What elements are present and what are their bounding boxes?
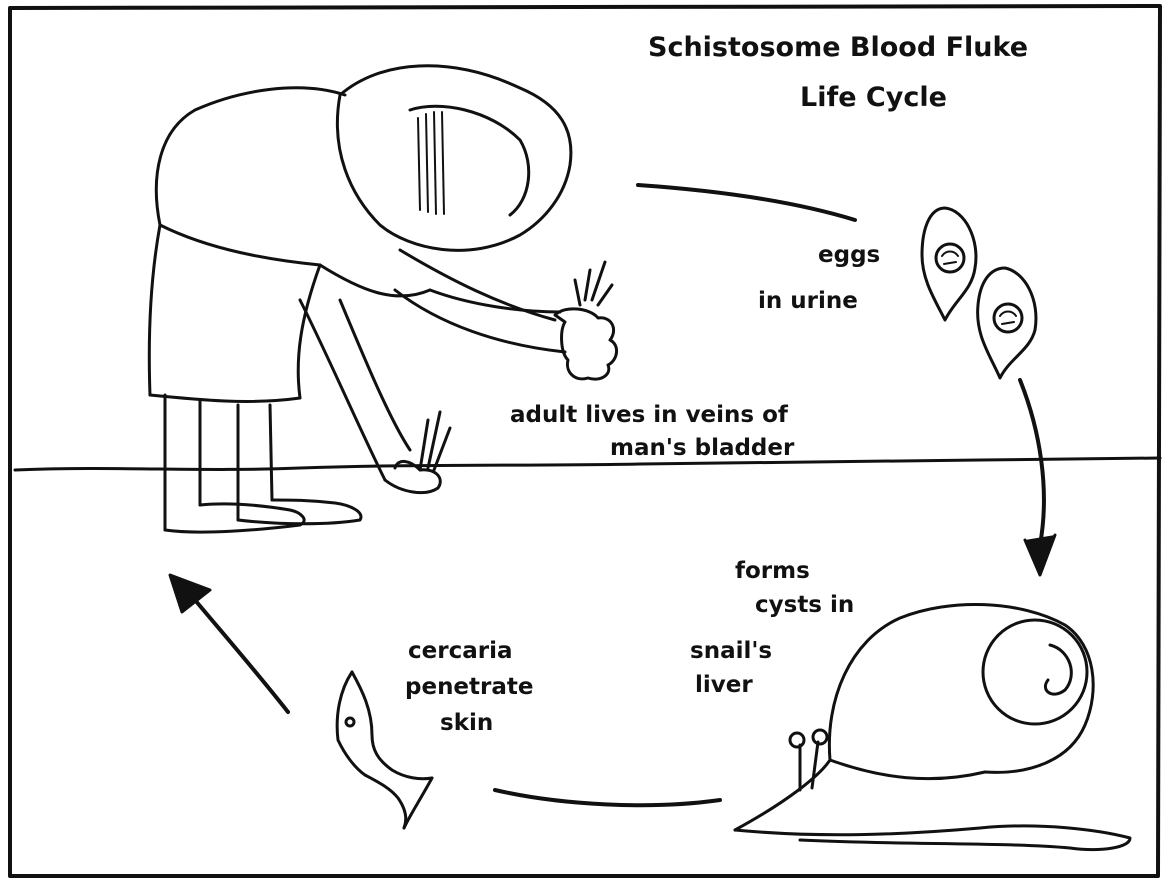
label-cercaria-line-2: penetrate (405, 674, 534, 700)
arrowhead-man (170, 575, 210, 612)
ground-line (15, 458, 1160, 470)
arrow-snail-to-cercaria (495, 790, 720, 805)
title-line-1: Schistosome Blood Fluke (648, 32, 1028, 63)
farmer-icon (149, 66, 616, 532)
label-snail-line-1: forms (735, 558, 810, 584)
label-adult-line-1: adult lives in veins of (510, 402, 789, 428)
arrow-man-to-eggs (638, 185, 855, 220)
arrowhead-snail (1025, 535, 1055, 575)
label-snail: forms cysts in snail's liver (690, 558, 854, 698)
snail-icon (735, 604, 1130, 849)
eggs-group (922, 208, 1036, 378)
egg-icon (922, 208, 976, 320)
label-adult: adult lives in veins of man's bladder (510, 402, 795, 461)
arrows (170, 185, 1055, 805)
title-line-2: Life Cycle (800, 82, 947, 113)
label-snail-line-4: liver (695, 672, 753, 698)
label-snail-line-2: cysts in (755, 592, 854, 618)
title: Schistosome Blood Fluke Life Cycle (648, 32, 1028, 113)
label-cercaria-line-3: skin (440, 710, 493, 736)
label-eggs: eggs in urine (758, 242, 880, 314)
arrow-eggs-to-snail (1020, 380, 1044, 545)
arrow-cercaria-to-man (195, 600, 288, 712)
label-adult-line-2: man's bladder (610, 435, 795, 461)
label-cercaria: cercaria penetrate skin (405, 638, 534, 736)
label-snail-line-3: snail's (690, 638, 772, 664)
label-eggs-line-2: in urine (758, 288, 858, 314)
label-eggs-line-1: eggs (818, 242, 880, 268)
frame-border (10, 6, 1160, 876)
egg-icon (978, 268, 1036, 378)
label-cercaria-line-1: cercaria (408, 638, 512, 664)
